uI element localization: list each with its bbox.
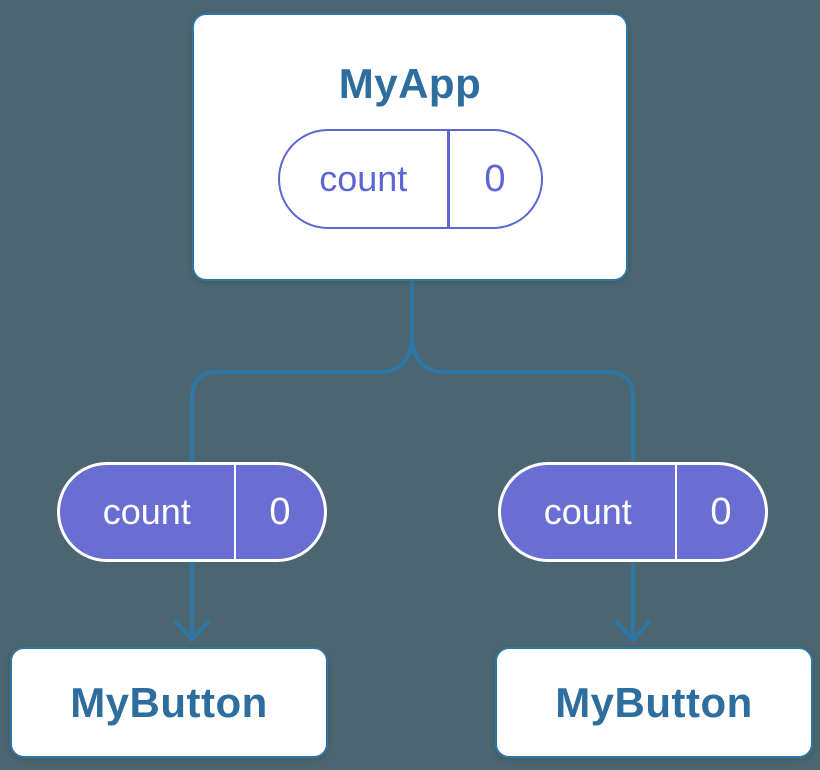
pill-divider bbox=[447, 131, 450, 227]
state-badge-myapp: count 0 bbox=[277, 129, 543, 229]
pill-divider bbox=[674, 465, 677, 559]
component-node-mybutton-right: MyButton bbox=[495, 647, 813, 758]
prop-value: 0 bbox=[710, 490, 732, 533]
prop-badge-left: count 0 bbox=[57, 462, 327, 562]
node-title: MyButton bbox=[70, 678, 268, 726]
prop-value: 0 bbox=[269, 490, 291, 533]
prop-name: count bbox=[102, 491, 191, 532]
node-title: MyApp bbox=[338, 60, 482, 107]
pill-divider bbox=[233, 465, 236, 559]
component-node-mybutton-left: MyButton bbox=[10, 647, 328, 758]
state-value: 0 bbox=[484, 157, 506, 200]
right-arrow bbox=[615, 559, 651, 642]
state-name: count bbox=[319, 158, 408, 199]
node-title: MyButton bbox=[555, 678, 753, 726]
component-node-myapp: MyApp count 0 bbox=[192, 13, 628, 281]
prop-badge-right: count 0 bbox=[498, 462, 768, 562]
left-branch-connector bbox=[190, 330, 414, 465]
right-branch-connector bbox=[410, 330, 635, 465]
prop-name: count bbox=[543, 491, 632, 532]
left-arrow bbox=[174, 559, 210, 642]
